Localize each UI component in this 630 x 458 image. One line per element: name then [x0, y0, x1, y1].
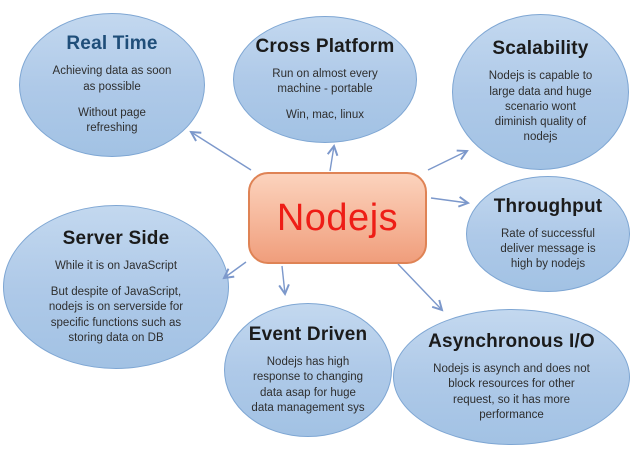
arrow-to-cross-platform — [326, 143, 339, 172]
center-node-nodejs: Nodejs — [248, 172, 427, 264]
arrow-to-asynchronous-io — [397, 263, 444, 312]
node-title: Event Driven — [248, 323, 368, 345]
node-real-time: Real Time Achieving data as soon as poss… — [19, 13, 205, 157]
node-title: Real Time — [66, 33, 158, 55]
center-node-label: Nodejs — [276, 196, 399, 239]
node-paragraph: Achieving data as soon as possible — [52, 65, 172, 93]
node-server-side: Server Side While it is on JavaScript Bu… — [3, 205, 229, 369]
node-paragraph: But despite of JavaScript, nodejs is on … — [48, 286, 184, 344]
node-paragraph: Rate of successful deliver message is hi… — [500, 227, 596, 271]
node-title: Throughput — [493, 195, 603, 217]
arrow-to-throughput — [430, 196, 471, 208]
node-paragraph: Nodejs has high response to changing dat… — [251, 355, 365, 414]
node-paragraph: Win, mac, linux — [286, 109, 364, 122]
node-event-driven: Event Driven Nodejs has high response to… — [224, 303, 392, 437]
arrow-to-scalability — [427, 149, 469, 171]
node-title: Scalability — [492, 38, 589, 60]
node-paragraph: Nodejs is capable to large data and huge… — [488, 70, 593, 144]
node-scalability: Scalability Nodejs is capable to large d… — [452, 14, 629, 170]
node-title: Cross Platform — [255, 35, 395, 57]
node-cross-platform: Cross Platform Run on almost every machi… — [233, 16, 417, 143]
node-title: Server Side — [62, 227, 170, 249]
arrow-to-real-time — [189, 130, 252, 171]
node-paragraph: Run on almost every machine - portable — [272, 67, 378, 95]
node-paragraph: Nodejs is asynch and does not block reso… — [433, 362, 590, 421]
node-throughput: Throughput Rate of successful deliver me… — [466, 176, 630, 292]
node-asynchronous-io: Asynchronous I/O Nodejs is asynch and do… — [393, 309, 630, 445]
node-title: Asynchronous I/O — [428, 330, 595, 352]
node-paragraph: While it is on JavaScript — [54, 259, 178, 272]
arrow-to-event-driven — [278, 265, 290, 297]
node-paragraph: Without page refreshing — [78, 107, 146, 135]
